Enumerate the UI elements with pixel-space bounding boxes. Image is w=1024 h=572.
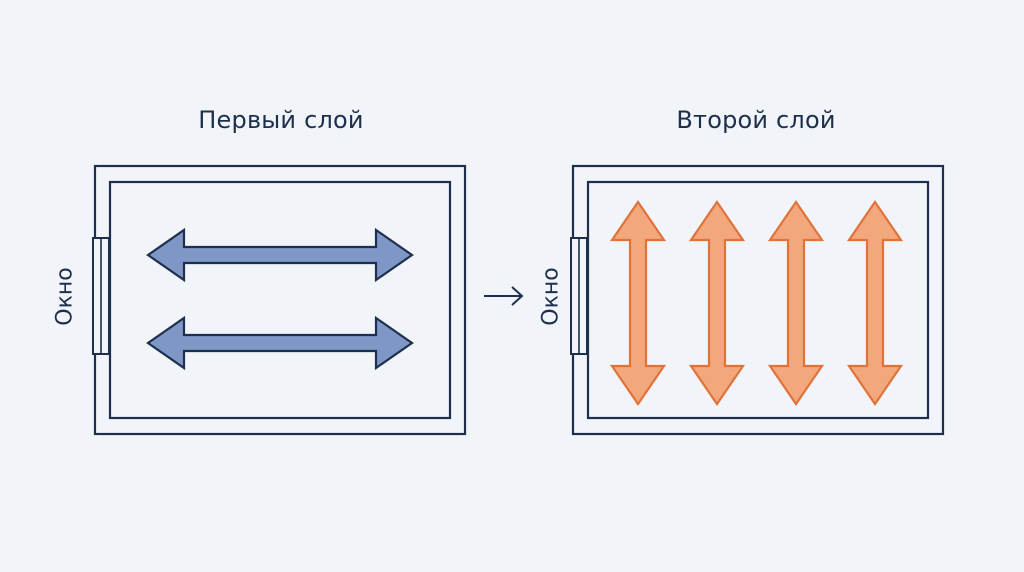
vertical-double-arrow — [767, 200, 825, 406]
second-layer-room — [570, 164, 945, 436]
vertical-arrows — [609, 200, 904, 406]
vertical-double-arrow — [846, 200, 904, 406]
room-outer-wall — [571, 164, 945, 436]
first-layer-room — [92, 164, 467, 436]
room-outer-wall — [93, 164, 467, 436]
vertical-double-arrow — [609, 200, 667, 406]
vertical-double-arrow — [688, 200, 746, 406]
second-layer-title: Второй слой — [676, 106, 836, 134]
first-window-label: Окно — [52, 267, 78, 326]
first-layer-title: Первый слой — [198, 106, 364, 134]
right-arrow-icon — [484, 286, 524, 306]
room-inner-wall — [108, 180, 452, 420]
horizontal-double-arrow — [146, 227, 414, 283]
second-window-label: Окно — [538, 267, 564, 326]
horizontal-arrows — [146, 227, 414, 371]
horizontal-double-arrow — [146, 315, 414, 371]
